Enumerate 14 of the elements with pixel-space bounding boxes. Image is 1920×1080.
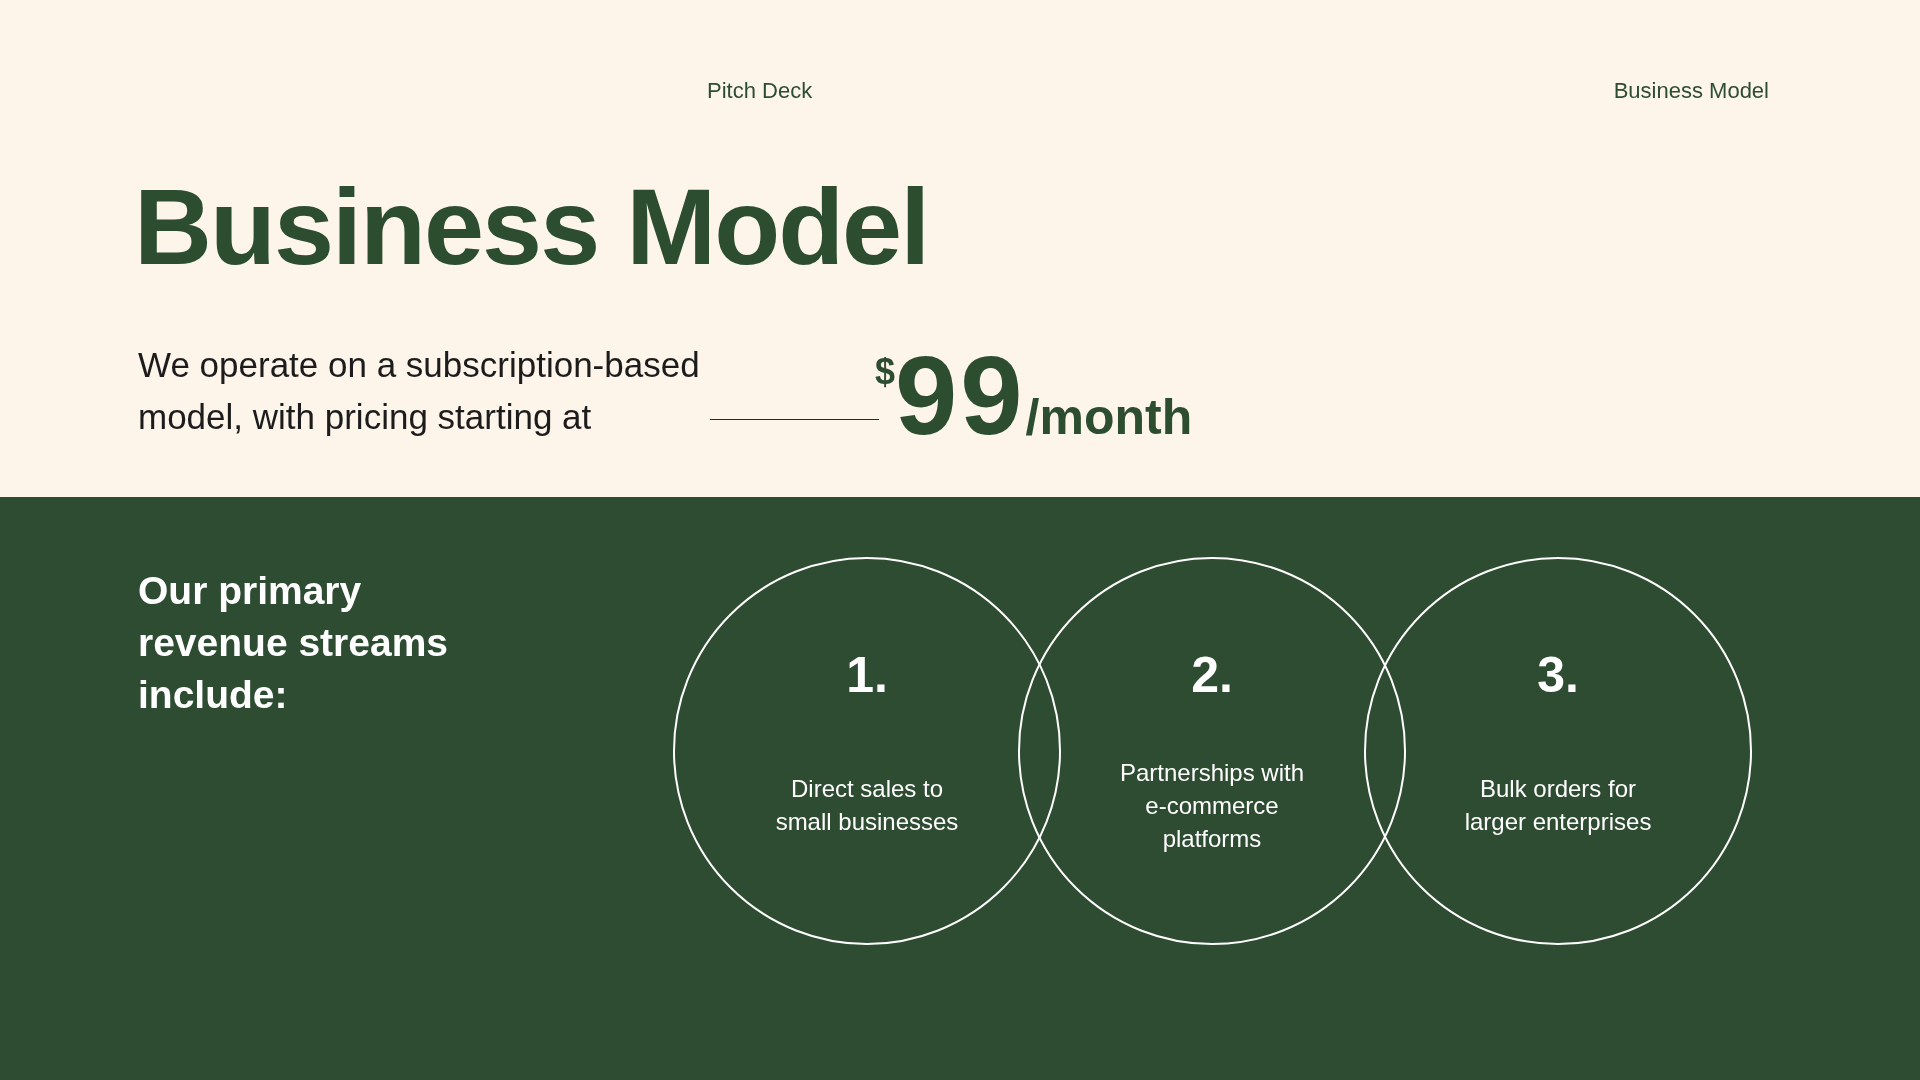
list-number: 2. [1191, 646, 1233, 705]
slide-title: Business Model [134, 165, 929, 289]
list-number: 3. [1537, 646, 1579, 705]
section-heading: Our primary revenue streams include: [138, 568, 450, 718]
header-label: Business Model [1613, 77, 1769, 105]
price-unit: /month [1025, 392, 1193, 442]
stream-description: Partnerships with e-commerce platforms [1118, 757, 1306, 854]
price-amount: 99 [895, 340, 1026, 452]
stream-description: Direct sales to small businesses [774, 774, 960, 837]
header-label: Pitch Deck [707, 77, 813, 105]
stream-description: Bulk orders for larger enterprises [1463, 774, 1653, 837]
intro-paragraph: We operate on a subscription-based model, with pricing starting at [138, 344, 701, 438]
currency-symbol: $ [875, 354, 896, 390]
list-number: 1. [846, 646, 888, 705]
